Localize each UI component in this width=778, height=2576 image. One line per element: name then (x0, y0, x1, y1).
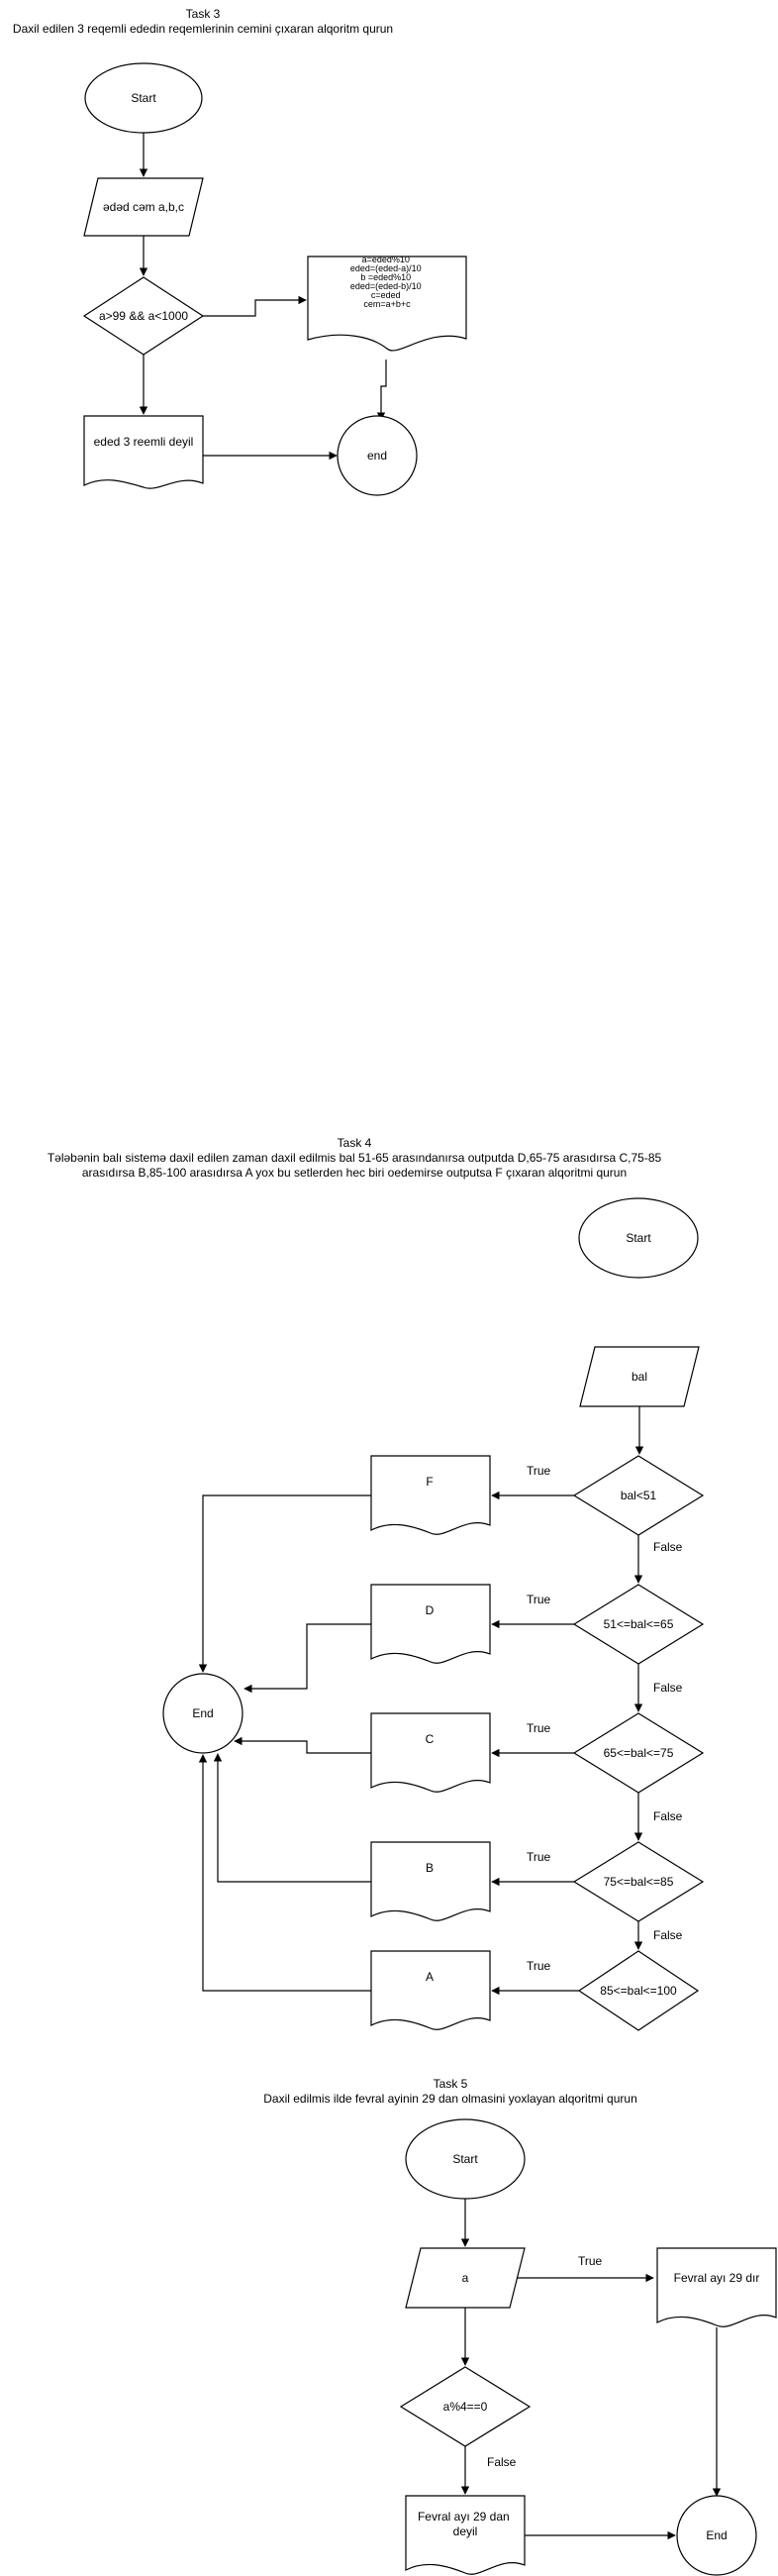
task4-end-label: End (192, 1706, 213, 1720)
task3-diagram: Task 3 Daxil edilen 3 reqemli ededin req… (13, 7, 467, 496)
task3-condition-label: a>99 && a<1000 (99, 309, 188, 323)
task5-input-label: a (462, 2271, 469, 2285)
task3-title: Task 3 (186, 7, 221, 21)
task4-true-label: True (527, 1593, 551, 1606)
task3-process-text: a=eded%10 eded=(eded-a)/10 b =eded%10 ed… (350, 255, 424, 309)
task4-start-node[interactable] (578, 1197, 699, 1279)
task3-input-node[interactable] (83, 177, 204, 237)
task3-end-label: end (367, 449, 387, 463)
task5-condition-label: a%4==0 (443, 2400, 488, 2414)
task5-subtitle: Daxil edilmis ilde fevral ayinin 29 dan … (263, 2092, 637, 2106)
task4-false-label: False (653, 1928, 683, 1942)
task4-false-label: False (653, 1540, 683, 1554)
task4-condition-label: bal<51 (621, 1489, 657, 1502)
task4-output-label: D (426, 1603, 435, 1617)
task3-error-node[interactable] (83, 415, 204, 489)
task4-condition-label: 85<=bal<=100 (600, 1984, 677, 1998)
task3-process-line: eded=(eded-b)/10 (350, 281, 422, 291)
task3-process-line: eded=(eded-a)/10 (350, 263, 422, 273)
task5-no-output-node[interactable] (405, 2495, 526, 2575)
task4-output-label: F (426, 1475, 433, 1489)
task4-output-node[interactable] (370, 1712, 491, 1793)
task5-true-label: True (578, 2254, 603, 2268)
task4-end-node[interactable] (162, 1673, 243, 1754)
task4-output-label: B (426, 1861, 434, 1875)
task4-input-label: bal (632, 1370, 647, 1384)
task5-no-output-text: Fevral ayı 29 dan deyil (418, 2510, 513, 2538)
task4-true-label: True (527, 1464, 551, 1478)
task5-no-output-line: Fevral ayı 29 dan (418, 2510, 510, 2524)
task4-condition-label: 51<=bal<=65 (604, 1617, 674, 1631)
task4-input-node[interactable] (579, 1346, 700, 1407)
task4-edge-output-end (243, 1623, 371, 1694)
task4-output-node[interactable] (370, 1455, 491, 1535)
task4-subtitle-line2: arasıdırsa B,85-100 arasıdırsa A yox bu … (82, 1166, 627, 1180)
task4-edge-output-end (198, 1754, 371, 1992)
task4-diagram: Task 4 Tələbənin balı sistemə daxil edil… (48, 1136, 705, 2031)
task5-input-node[interactable] (405, 2247, 526, 2309)
task5-diagram: Task 5 Daxil edilmis ilde fevral ayinin … (263, 2077, 777, 2576)
task4-condition-node[interactable] (577, 1950, 700, 2031)
task4-start-label: Start (626, 1231, 651, 1245)
task4-true-label: True (527, 1850, 551, 1864)
task3-process-line: a=eded%10 (362, 255, 410, 264)
task3-process-line: b =eded%10 (360, 272, 411, 282)
task5-end-node[interactable] (676, 2495, 757, 2576)
task3-input-label: ədəd cəm a,b,c (103, 200, 184, 214)
task5-false-label: False (487, 2455, 517, 2469)
task4-output-node[interactable] (370, 1950, 491, 2030)
task4-output-node[interactable] (370, 1584, 491, 1664)
task4-subtitle-line1: Tələbənin balı sistemə daxil edilen zama… (48, 1151, 662, 1165)
task5-yes-output-node[interactable] (656, 2247, 777, 2327)
task5-end-label: End (706, 2528, 727, 2542)
task4-title: Task 4 (338, 1136, 372, 1150)
task3-edge-cond-process (203, 295, 307, 317)
task5-no-output-line: deyil (453, 2524, 478, 2538)
task3-subtitle: Daxil edilen 3 reqemli ededin reqemlerin… (13, 22, 393, 36)
task4-output-label: A (426, 1970, 434, 1984)
task5-title: Task 5 (434, 2077, 468, 2091)
task4-edge-output-end (234, 1736, 371, 1754)
task5-yes-output-label: Fevral ayı 29 dır (674, 2271, 760, 2285)
task3-error-label: eded 3 reemli deyil (94, 435, 194, 449)
task4-true-label: True (527, 1959, 551, 1973)
task4-output-node[interactable] (370, 1841, 491, 1921)
task3-process-line: cem=a+b+c (363, 299, 411, 309)
task5-start-label: Start (452, 2152, 478, 2166)
task4-edge-output-end (198, 1494, 371, 1673)
task3-process-node[interactable] (307, 256, 467, 352)
task4-condition-label: 75<=bal<=85 (604, 1875, 674, 1889)
task4-output-label: C (426, 1732, 435, 1746)
task3-edge-process-end (376, 360, 387, 421)
task3-start-label: Start (131, 91, 156, 105)
task3-process-line: c=eded (371, 290, 401, 300)
task4-false-label: False (653, 1681, 683, 1695)
task4-condition-label: 65<=bal<=75 (604, 1746, 674, 1760)
task4-false-label: False (653, 1809, 683, 1823)
task4-edge-output-end (213, 1753, 371, 1883)
task3-end-node[interactable] (337, 415, 418, 496)
task4-true-label: True (527, 1721, 551, 1735)
